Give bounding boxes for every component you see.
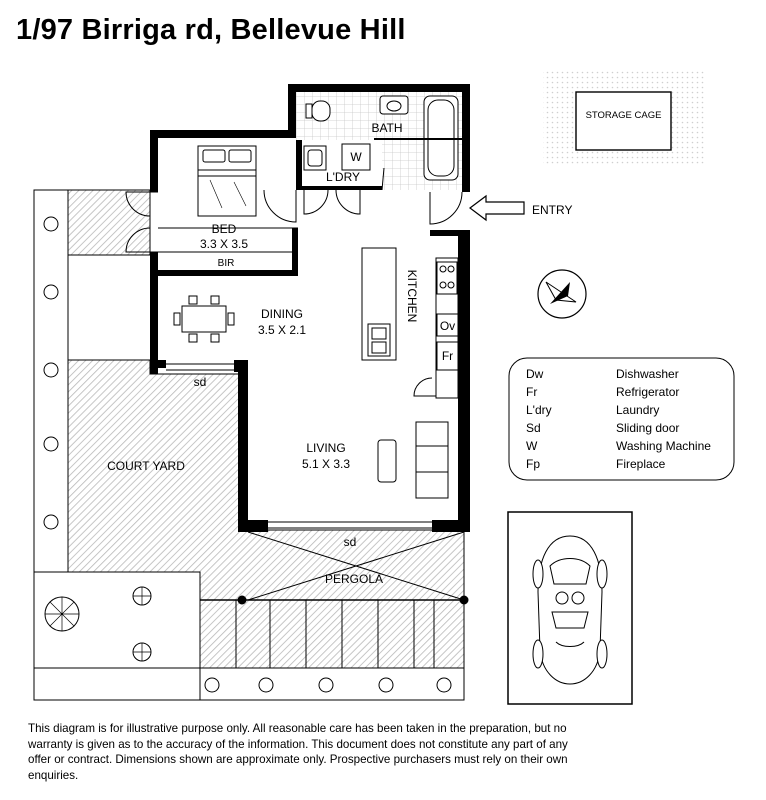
sd-living-label: sd bbox=[344, 535, 357, 549]
legend-abbr: Fr bbox=[526, 385, 537, 399]
storage-cage-label: STORAGE CAGE bbox=[586, 110, 662, 121]
legend-abbr: Dw bbox=[526, 367, 544, 381]
legend-abbr: Fp bbox=[526, 457, 540, 471]
washing-machine-label: W bbox=[350, 150, 362, 164]
legend-meaning: Refrigerator bbox=[616, 385, 679, 399]
north-compass-icon bbox=[537, 269, 587, 319]
living-dims: 5.1 X 3.3 bbox=[302, 457, 350, 471]
columns bbox=[43, 216, 452, 693]
legend-box bbox=[508, 357, 735, 481]
pergola-label: PERGOLA bbox=[325, 572, 383, 586]
oven-box bbox=[436, 313, 459, 337]
oven-label: Ov bbox=[440, 319, 455, 333]
partitions bbox=[150, 191, 432, 529]
dining-dims: 3.5 X 2.1 bbox=[258, 323, 306, 337]
sd-dining-label: sd bbox=[194, 375, 207, 389]
entry-arrow-icon bbox=[469, 194, 525, 222]
entry-label: ENTRY bbox=[532, 203, 572, 217]
living-label: LIVING bbox=[306, 441, 345, 455]
bed-dims: 3.3 X 3.5 bbox=[200, 237, 248, 251]
fridge-label: Fr bbox=[442, 349, 453, 363]
disclaimer-text: This diagram is for illustrative purpose… bbox=[28, 722, 568, 782]
bath-label: BATH bbox=[371, 121, 402, 135]
page-title: 1/97 Birriga rd, Bellevue Hill bbox=[16, 14, 406, 46]
washing-machine-box bbox=[341, 143, 371, 171]
storage-cage-box bbox=[575, 91, 672, 151]
legend-meaning: Fireplace bbox=[616, 457, 666, 471]
legend-abbr: Sd bbox=[526, 421, 541, 435]
kitchen-label: KITCHEN bbox=[405, 270, 419, 323]
legend-meaning: Washing Machine bbox=[616, 439, 711, 453]
pergola-structure bbox=[200, 531, 469, 668]
legend-abbr: L'dry bbox=[526, 403, 552, 417]
doors bbox=[125, 167, 463, 397]
legend-abbr: W bbox=[526, 439, 538, 453]
garden-area bbox=[33, 571, 201, 701]
deck-area bbox=[199, 599, 465, 669]
legend-meaning: Dishwasher bbox=[616, 367, 679, 381]
legend-meaning: Laundry bbox=[616, 403, 659, 417]
sofa-icon bbox=[415, 421, 449, 499]
cooktop-icon bbox=[436, 261, 458, 295]
court-yard-label: COURT YARD bbox=[107, 459, 185, 473]
legend-rows: Dw Dishwasher Fr Refrigerator L'dry Laun… bbox=[526, 367, 711, 471]
dining-label: DINING bbox=[261, 307, 303, 321]
car-icon bbox=[532, 535, 608, 685]
legend-meaning: Sliding door bbox=[616, 421, 679, 435]
coffee-table-icon bbox=[377, 439, 397, 483]
toilet-icon bbox=[311, 100, 331, 122]
tree-icons bbox=[44, 586, 152, 662]
laundry-label: L'DRY bbox=[326, 170, 360, 184]
dining-table-icon bbox=[173, 295, 235, 343]
fridge-box bbox=[436, 341, 459, 371]
bed-label: BED bbox=[212, 222, 237, 236]
bir-label: BIR bbox=[218, 258, 235, 269]
